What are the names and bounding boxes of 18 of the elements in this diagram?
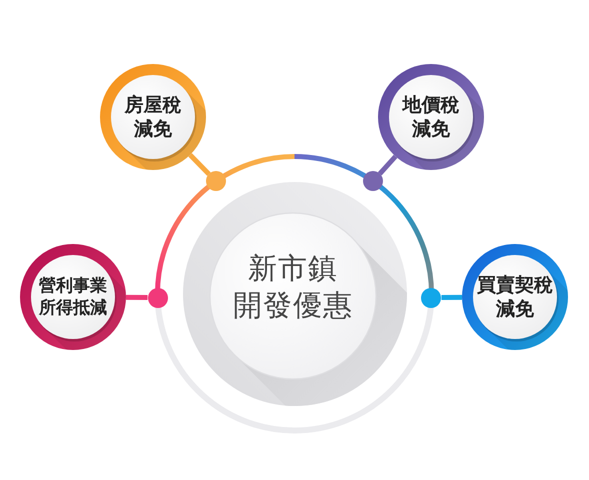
ring-circle <box>100 64 206 170</box>
connector-line <box>441 294 462 300</box>
center-title: 新市鎮開發優惠 <box>232 250 354 324</box>
connector-dot <box>363 171 384 192</box>
circle-label: 營利事業所得抵減 <box>38 275 108 319</box>
connector-line <box>188 153 211 176</box>
circle-label: 買賣契稅減免 <box>476 273 554 321</box>
connector-dot <box>421 288 442 308</box>
ring-circle <box>378 64 484 170</box>
center-circle <box>183 182 407 406</box>
circle-label: 房屋稅減免 <box>123 93 182 141</box>
ring-circle <box>462 244 568 350</box>
circle-label: 地價稅減免 <box>401 93 460 141</box>
connector-line <box>126 294 148 300</box>
ring-circle <box>20 244 126 350</box>
connector-line <box>378 154 398 176</box>
connector-dot <box>206 171 226 192</box>
connector-dot <box>148 288 168 308</box>
